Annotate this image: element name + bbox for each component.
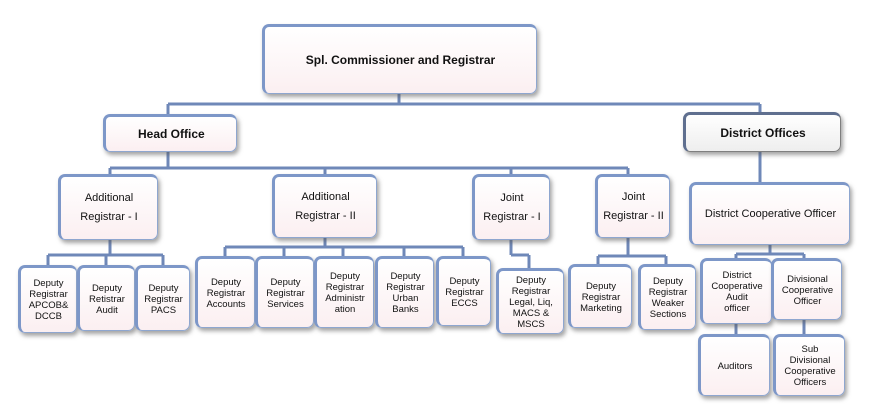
- node-district-cooperative-officer: District Cooperative Officer: [689, 182, 850, 245]
- node-deputy-registrar-urban-banks: Deputy Registrar Urban Banks: [375, 256, 434, 328]
- node-label: Deputy Registrar PACS: [144, 282, 183, 316]
- root-node-spl-commissioner: Spl. Commissioner and Registrar: [262, 24, 537, 94]
- node-district-offices: District Offices: [683, 112, 841, 152]
- node-label: Deputy Registrar Weaker Sections: [648, 276, 688, 320]
- node-label: Divisional Cooperative Officer: [781, 273, 834, 307]
- node-deputy-registrar-weaker-sections: Deputy Registrar Weaker Sections: [638, 264, 696, 330]
- node-additional-registrar-1: Additional Registrar - I: [58, 174, 158, 240]
- node-label: Deputy Registrar APCOB& DCCB: [28, 278, 69, 322]
- node-additional-registrar-2-label: Additional Registrar - II: [295, 191, 356, 222]
- node-sub-divisional-cooperative-officers: Sub Divisional Cooperative Officers: [773, 334, 845, 396]
- node-label: Sub Divisional Cooperative Officers: [784, 344, 836, 388]
- node-label: Auditors: [717, 360, 753, 372]
- node-deputy-registrar-administration: Deputy Registrar Administr ation: [314, 256, 374, 328]
- node-deputy-registrar-audit: Deputy Retistrar Audit: [77, 265, 135, 331]
- node-joint-registrar-2: Joint Registrar - II: [595, 174, 670, 238]
- node-additional-registrar-2: Additional Registrar - II: [272, 174, 377, 238]
- node-joint-registrar-1-label: Joint Registrar - I: [483, 192, 541, 223]
- node-label: Deputy Registrar Services: [266, 276, 305, 310]
- node-head-office-label: Head Office: [138, 127, 205, 141]
- node-label: Deputy Registrar Administr ation: [325, 271, 365, 315]
- node-additional-registrar-1-label: Additional Registrar - I: [80, 192, 138, 223]
- node-deputy-registrar-services: Deputy Registrar Services: [255, 256, 314, 328]
- node-head-office: Head Office: [103, 114, 237, 152]
- node-label: Deputy Registrar ECCS: [445, 275, 484, 309]
- node-district-cooperative-audit-officer: District Cooperative Audit officer: [700, 258, 772, 324]
- node-label: Deputy Registrar Legal, Liq, MACS & MSCS: [509, 274, 553, 330]
- node-district-offices-label: District Offices: [720, 126, 806, 140]
- node-divisional-cooperative-officer: Divisional Cooperative Officer: [771, 258, 842, 320]
- node-district-cooperative-officer-label: District Cooperative Officer: [704, 208, 837, 220]
- node-deputy-registrar-eccs: Deputy Registrar ECCS: [436, 256, 491, 326]
- node-label: Deputy Registrar Urban Banks: [386, 271, 425, 315]
- node-deputy-registrar-pacs: Deputy Registrar PACS: [135, 265, 190, 331]
- node-label: Deputy Registrar Accounts: [206, 276, 246, 310]
- node-deputy-registrar-legal: Deputy Registrar Legal, Liq, MACS & MSCS: [496, 268, 564, 334]
- node-label: Deputy Retistrar Audit: [89, 282, 125, 316]
- node-label: Deputy Registrar Marketing: [580, 280, 622, 314]
- node-joint-registrar-1: Joint Registrar - I: [472, 174, 550, 240]
- node-label: District Cooperative Audit officer: [711, 270, 763, 314]
- root-node-label: Spl. Commissioner and Registrar: [305, 53, 496, 67]
- node-deputy-registrar-accounts: Deputy Registrar Accounts: [195, 256, 255, 328]
- node-auditors: Auditors: [698, 334, 770, 396]
- node-joint-registrar-2-label: Joint Registrar - II: [603, 191, 664, 222]
- node-deputy-registrar-apcob-dccb: Deputy Registrar APCOB& DCCB: [18, 265, 77, 333]
- node-deputy-registrar-marketing: Deputy Registrar Marketing: [568, 264, 632, 328]
